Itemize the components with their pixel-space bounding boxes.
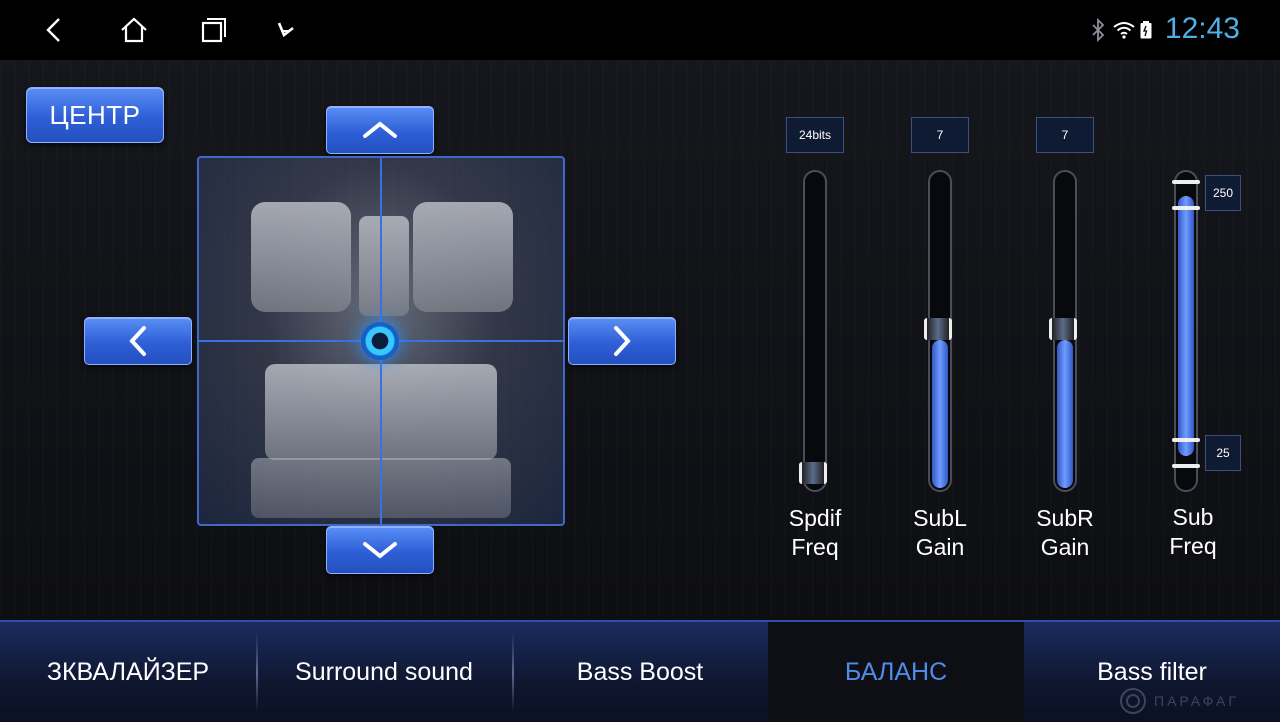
spdif-freq-knob[interactable] <box>799 462 827 484</box>
recents-button[interactable] <box>194 12 234 48</box>
battery-status <box>1134 17 1158 43</box>
front-left-seat <box>251 202 351 312</box>
front-right-seat <box>413 202 513 312</box>
watermark: ПАРАФАГ <box>1118 684 1280 718</box>
down-button[interactable] <box>326 526 434 574</box>
subr-gain-fill <box>1057 340 1073 488</box>
right-arrow-icon <box>614 326 631 356</box>
left-arrow-icon <box>129 326 146 356</box>
sub-freq-label: Sub Freq <box>1169 504 1217 559</box>
up-button[interactable] <box>326 106 434 154</box>
recents-icon <box>201 18 226 43</box>
watermark-logo-icon <box>1120 688 1146 714</box>
right-button[interactable] <box>568 317 676 365</box>
home-icon <box>121 17 147 43</box>
clock: 12:43 <box>1164 12 1240 45</box>
subl-gain-knob[interactable] <box>924 318 952 340</box>
back-button[interactable] <box>34 12 74 48</box>
watermark-text: ПАРАФАГ <box>1154 693 1239 709</box>
tab-bass-filter[interactable]: Bass filter <box>1097 657 1207 686</box>
subr-gain-slider[interactable] <box>1049 170 1077 492</box>
back-icon <box>46 18 60 42</box>
left-button[interactable] <box>84 317 192 365</box>
bluetooth-status <box>1086 17 1110 43</box>
subl-gain-value: 7 <box>911 117 969 153</box>
tab-bass-boost[interactable]: Bass Boost <box>576 657 704 686</box>
wifi-status <box>1112 17 1136 43</box>
subl-gain-slider[interactable] <box>924 170 952 492</box>
sub-freq-range-fill <box>1178 196 1194 456</box>
spdif-freq-slider[interactable] <box>799 170 827 492</box>
assistant-button[interactable] <box>266 12 306 48</box>
subr-gain-value: 7 <box>1036 117 1094 153</box>
tab-surround-sound[interactable]: Surround sound <box>295 657 473 686</box>
tab-equalizer[interactable]: ЗКВАЛАЙЗЕР <box>46 657 210 686</box>
up-arrow-icon <box>363 121 397 138</box>
spdif-freq-value: 24bits <box>786 117 844 153</box>
sub-freq-top-value: 250 <box>1205 175 1241 211</box>
sub-freq-top-handle[interactable] <box>1172 206 1200 210</box>
assistant-icon <box>277 22 294 38</box>
subr-gain-label: SubR Gain <box>1036 505 1094 560</box>
down-arrow-icon <box>363 542 397 559</box>
tab-balance[interactable]: БАЛАНС <box>768 622 1024 722</box>
sub-freq-bottom-handle[interactable] <box>1172 438 1200 442</box>
home-button[interactable] <box>114 12 154 48</box>
wifi-icon <box>1113 22 1135 39</box>
battery-icon <box>1140 21 1152 39</box>
tab-separator <box>512 632 514 712</box>
center-console <box>359 216 409 316</box>
balance-point[interactable] <box>361 322 399 360</box>
center-button[interactable]: ЦЕНТР <box>26 87 164 143</box>
sub-freq-bottom-handle-edge[interactable] <box>1172 464 1200 468</box>
sub-freq-bottom-value: 25 <box>1205 435 1241 471</box>
spdif-freq-label: Spdif Freq <box>788 505 842 560</box>
subl-gain-fill <box>932 340 948 488</box>
car-interior-map[interactable] <box>197 156 565 526</box>
subr-gain-knob[interactable] <box>1049 318 1077 340</box>
subl-gain-label: SubL Gain <box>913 505 967 560</box>
tab-separator <box>256 632 258 712</box>
balance-panel: ЦЕНТР 24bits Spdif Freq 7 SubL Gain <box>0 60 1280 620</box>
sub-freq-slider[interactable] <box>1172 170 1200 492</box>
tab-bar: ЗКВАЛАЙЗЕР Surround sound Bass Boost БАЛ… <box>0 620 1280 722</box>
sub-freq-top-handle-edge[interactable] <box>1172 180 1200 184</box>
bluetooth-icon <box>1092 18 1105 42</box>
status-bar: 12:43 <box>0 0 1280 60</box>
